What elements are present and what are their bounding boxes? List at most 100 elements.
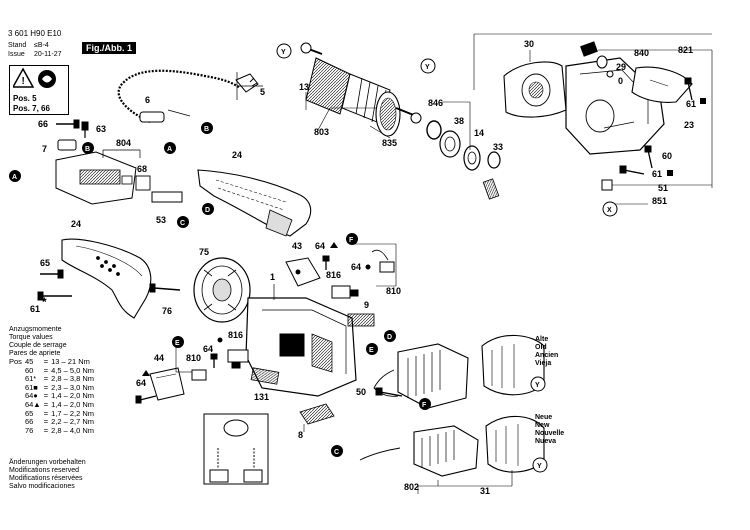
torque-range: 1,4 – 2,0 Nm xyxy=(51,399,95,409)
part-64-tri-b: 64 xyxy=(136,378,146,388)
housing-shell-part-24 xyxy=(197,169,312,237)
callout-y-1: Y xyxy=(276,43,292,59)
callout-c-2: C xyxy=(331,445,343,457)
part-33: 33 xyxy=(493,142,503,152)
torque-pos-header xyxy=(9,375,25,384)
screw-66 xyxy=(56,119,80,129)
cable-guard-part-53 xyxy=(151,191,183,203)
retaining-ring-part-846 xyxy=(426,120,442,140)
wiring-schematic xyxy=(203,413,269,485)
screw-61-star xyxy=(37,291,72,301)
dot-marker-icon-b xyxy=(217,337,223,343)
torque-range: 1,7 – 2,2 Nm xyxy=(51,408,95,418)
warning-icon: ! xyxy=(11,67,56,88)
torque-pos-header: Pos xyxy=(9,357,22,366)
part-9: 9 xyxy=(364,300,369,310)
torque-eq: = xyxy=(43,382,49,392)
part-38: 38 xyxy=(454,116,464,126)
dot-marker-icon xyxy=(365,264,371,270)
screw-60 xyxy=(644,145,653,169)
torque-title-de: Anzugsmomente xyxy=(9,326,62,333)
part-851: 851 xyxy=(652,196,667,206)
carbon-brush-part-810a xyxy=(371,249,395,273)
old-de: Alte xyxy=(535,336,549,343)
part-24-top: 24 xyxy=(232,150,242,160)
callout-b-1: B xyxy=(201,122,213,134)
brush-holder-part-816a xyxy=(331,285,359,299)
part-810a: 810 xyxy=(386,286,401,296)
old-en: Old xyxy=(535,344,547,351)
torque-pos: 61* xyxy=(24,374,37,384)
torque-section: Anzugsmomente Torque values Couple de se… xyxy=(9,326,97,435)
part-23: 23 xyxy=(684,120,694,130)
old-es: Vieja xyxy=(535,360,552,367)
svg-text:F: F xyxy=(422,402,427,409)
stand-symbol: ≤B-4 xyxy=(34,42,49,49)
part-846: 846 xyxy=(428,98,443,108)
nameplate-part-8 xyxy=(299,403,335,425)
part-60: 60 xyxy=(662,151,672,161)
part-7: 7 xyxy=(42,144,47,154)
part-816b: 816 xyxy=(228,330,243,340)
svg-text:A: A xyxy=(167,146,172,153)
part-13: 13 xyxy=(299,82,309,92)
callout-f-1: F xyxy=(346,233,358,245)
mod-es: Salvo modificaciones xyxy=(9,483,75,490)
screw-64-triangle-b xyxy=(135,395,157,404)
part-29: 29 xyxy=(616,62,626,72)
torque-eq: = xyxy=(43,357,49,366)
svg-text:E: E xyxy=(175,340,180,347)
torque-range: 2,3 – 3,0 Nm xyxy=(51,382,95,392)
torque-row: 65=1,7 – 2,2 Nm xyxy=(9,408,97,419)
new-labels: Neue New Nouvelle Nueva xyxy=(535,414,564,446)
part-31: 31 xyxy=(480,486,490,496)
square-marker-icon xyxy=(700,98,706,104)
torque-pos: 45 xyxy=(24,357,34,366)
part-63: 63 xyxy=(96,124,106,134)
torque-title-fr: Couple de serrage xyxy=(9,342,67,349)
svg-text:Y: Y xyxy=(425,64,430,71)
part-8: 8 xyxy=(298,430,303,440)
callout-y-2: Y xyxy=(420,58,436,74)
svg-text:Y: Y xyxy=(281,49,286,56)
svg-text:C: C xyxy=(334,449,339,456)
callout-e-1: E xyxy=(172,336,184,348)
part-66: 66 xyxy=(38,119,48,129)
brush-holder-part-43 xyxy=(285,257,321,287)
bearing-flange-part-30 xyxy=(503,61,567,118)
issue-date: 20-11-27 xyxy=(34,51,62,58)
switch-assembly-part xyxy=(55,151,137,205)
screw-64-triangle-a xyxy=(322,255,330,270)
torque-row: 61*=2,8 – 3,8 Nm xyxy=(9,375,97,384)
part-5: 5 xyxy=(260,87,265,97)
old-labels: Alte Old Ancien Vieja xyxy=(535,336,558,368)
brand-logo: BOSCH xyxy=(282,345,303,351)
callout-x: X xyxy=(602,201,618,217)
square-marker-icon-b xyxy=(667,170,673,176)
torque-range: 2,8 – 4,0 Nm xyxy=(51,425,95,435)
part-816a: 816 xyxy=(326,270,341,280)
part-75: 75 xyxy=(199,247,209,257)
part-840: 840 xyxy=(634,48,649,58)
torque-row: 76=2,8 – 4,0 Nm xyxy=(9,425,97,436)
new-en: New xyxy=(535,422,550,429)
part-53: 53 xyxy=(156,215,166,225)
screw-50 xyxy=(375,387,403,397)
torque-eq: = xyxy=(43,425,49,435)
old-fr: Ancien xyxy=(535,352,559,359)
svg-text:C: C xyxy=(180,220,185,227)
svg-text:B: B xyxy=(85,146,90,153)
part-6: 6 xyxy=(145,95,150,105)
part-61-b: 61 xyxy=(652,169,662,179)
torque-pos: 60 xyxy=(24,365,34,375)
part-1: 1 xyxy=(270,272,275,282)
stand-label: Stand xyxy=(8,42,27,49)
spacer-part-33 xyxy=(482,151,501,200)
torque-pos-header xyxy=(9,384,25,393)
part-131: 131 xyxy=(254,392,269,402)
torque-range: 1,4 – 2,0 Nm xyxy=(51,391,95,401)
torque-row: 64●=1,4 – 2,0 Nm xyxy=(9,392,97,401)
svg-text:B: B xyxy=(204,126,209,133)
part-44: 44 xyxy=(154,353,164,363)
part-803: 803 xyxy=(314,127,329,137)
